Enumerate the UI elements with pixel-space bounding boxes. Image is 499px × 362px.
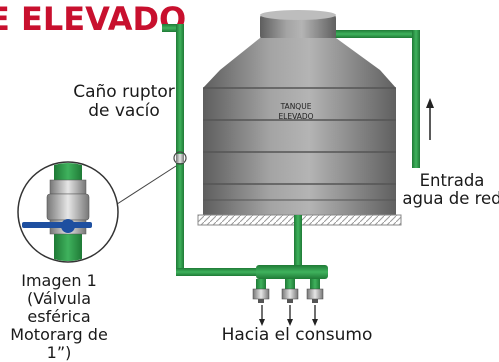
image-1-caption-line3: Motorarg de 1”) — [10, 324, 108, 362]
outlet-pipe — [256, 215, 328, 279]
inlet-pipe — [334, 30, 420, 168]
magnified-valve-detail — [17, 161, 119, 263]
consumption-label: Hacia el consumo — [221, 325, 373, 345]
inlet-label: Entrada agua de red — [392, 171, 499, 209]
vacuum-breaker-label-line1: Caño ruptor — [73, 82, 175, 102]
elevated-tank: TANQUE ELEVADO — [203, 10, 396, 215]
distribution-valve-3 — [306, 279, 324, 303]
ball-valve-icon — [22, 163, 92, 261]
distribution-valve-1 — [252, 279, 270, 303]
inlet-label-line1: Entrada — [419, 171, 485, 190]
image-1-caption: Imagen 1 (Válvula esférica Motorarg de 1… — [0, 272, 118, 362]
vacuum-breaker-pipe — [162, 24, 266, 276]
tank-label-line2: ELEVADO — [278, 112, 313, 121]
tank-label-line1: TANQUE — [280, 102, 312, 111]
diagram-title: E ELEVADO — [0, 0, 187, 38]
image-1-caption-line2: (Válvula esférica — [26, 288, 92, 326]
distribution-valve-2 — [281, 279, 299, 303]
vacuum-breaker-label: Caño ruptor de vacío — [60, 82, 188, 122]
vacuum-breaker-label-line2: de vacío — [88, 101, 160, 122]
consumption-arrow-down-icon — [259, 305, 318, 326]
inlet-arrow-up-icon — [426, 98, 434, 140]
riser-valve-marker — [113, 151, 187, 207]
tank-diagram-svg: TANQUE ELEVADO — [17, 10, 434, 326]
inlet-label-line2: agua de red — [402, 189, 499, 209]
image-1-caption-line1: Imagen 1 — [21, 271, 97, 290]
